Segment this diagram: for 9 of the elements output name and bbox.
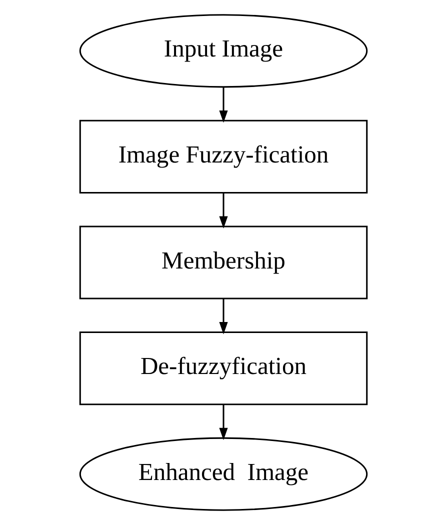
arrow [219,193,228,229]
node-ellipse: Enhanced Image [79,437,368,511]
node-ellipse: Input Image [79,14,368,88]
node-box: De-fuzzyfication [79,332,368,406]
arrow [219,87,228,123]
arrow [219,298,228,334]
node-box: Membership [79,226,368,300]
arrow [219,404,228,440]
node-box: Image Fuzzy-fication [79,120,368,194]
